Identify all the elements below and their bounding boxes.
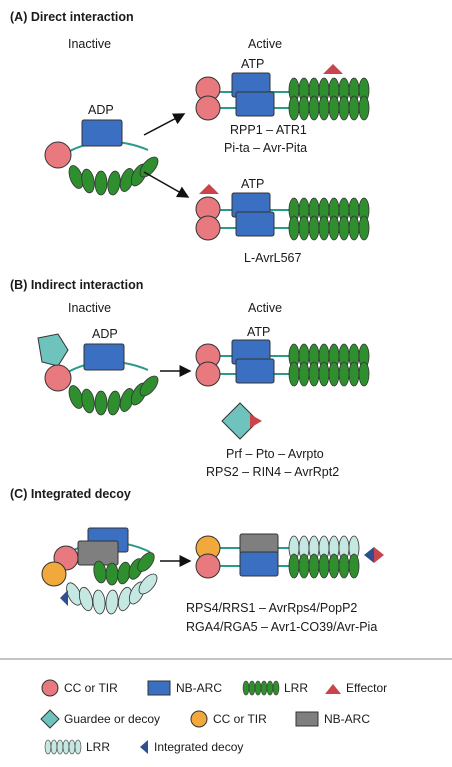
legend-lrr-2-icon [44,739,82,755]
legend-nb-arc-2-icon [295,711,319,727]
section-b-title: (B) Indirect interaction [10,278,143,292]
inactive-nlr-c [41,527,158,615]
nb-arc-domain [81,119,123,147]
lrr-domain-dimer [288,77,370,121]
inactive-nlr-b: ADP [37,327,159,416]
active-dimer-b: ATP [195,325,370,387]
section-a-inactive-label: Inactive [68,37,111,51]
pair-rps2-rin4-avrrpt2: RPS2 – RIN4 – AvrRpt2 [206,465,339,479]
adp-label: ADP [88,103,114,117]
guardee-decoy [37,333,69,367]
integrated-decoy-marker [60,590,68,606]
section-b-active-label: Active [248,301,282,315]
atp-label-b: ATP [247,325,270,339]
section-b-inactive-label: Inactive [68,301,111,315]
adp-label-b: ADP [92,327,118,341]
legend-cc-tir: CC or TIR [64,681,118,695]
legend-nb-arc-2: NB-ARC [324,712,370,726]
active-dimer-c [195,533,384,579]
cc-tir-domain [44,141,72,169]
arrow-a-top [143,113,186,136]
legend-lrr: LRR [284,681,308,695]
section-a-active-label: Active [248,37,282,51]
arrow-a-bottom [143,171,190,198]
pair-prf-pto-avrpto: Prf – Pto – Avrpto [226,447,324,461]
legend-lrr-icon [242,680,280,696]
lrr-domain [68,156,159,196]
legend-guardee-icon [40,709,60,729]
legend-effector: Effector [346,681,387,695]
pair-pita-avrpita: Pi-ta – Avr-Pita [224,141,307,155]
effector-marker [199,184,219,194]
legend-nb-arc-icon [147,680,171,696]
atp-label-2: ATP [241,177,264,191]
pair-rga4-rga5: RGA4/RGA5 – Avr1-CO39/Avr-Pia [186,620,377,634]
legend-cc-tir-icon [41,679,59,697]
guardee-effector-complex [221,402,262,440]
legend-nb-arc: NB-ARC [176,681,222,695]
legend-cc-tir-2-icon [190,710,208,728]
legend-effector-icon [325,684,341,694]
legend-cc-tir-2: CC or TIR [213,712,267,726]
atp-label-1: ATP [241,57,264,71]
legend-lrr-2: LRR [86,740,110,754]
pair-rpp1-atr1: RPP1 – ATR1 [230,123,307,137]
lrr-domain-alt [66,573,158,615]
legend-guardee: Guardee or decoy [64,712,160,726]
section-a-title: (A) Direct interaction [10,10,134,24]
inactive-nlr-a: ADP [44,103,159,196]
section-c-title: (C) Integrated decoy [10,487,131,501]
effector-marker [323,64,343,74]
legend: CC or TIR NB-ARC LRR Effector Guardee or… [40,679,387,755]
pair-rps4-rrs1: RPS4/RRS1 – AvrRps4/PopP2 [186,601,357,615]
active-dimer-a-top: ATP [195,57,370,121]
legend-integrated-decoy: Integrated decoy [154,740,243,754]
legend-integrated-decoy-icon [140,740,148,754]
pair-l-avrl567: L-AvrL567 [244,251,301,265]
active-dimer-a-bottom: ATP [195,177,370,241]
